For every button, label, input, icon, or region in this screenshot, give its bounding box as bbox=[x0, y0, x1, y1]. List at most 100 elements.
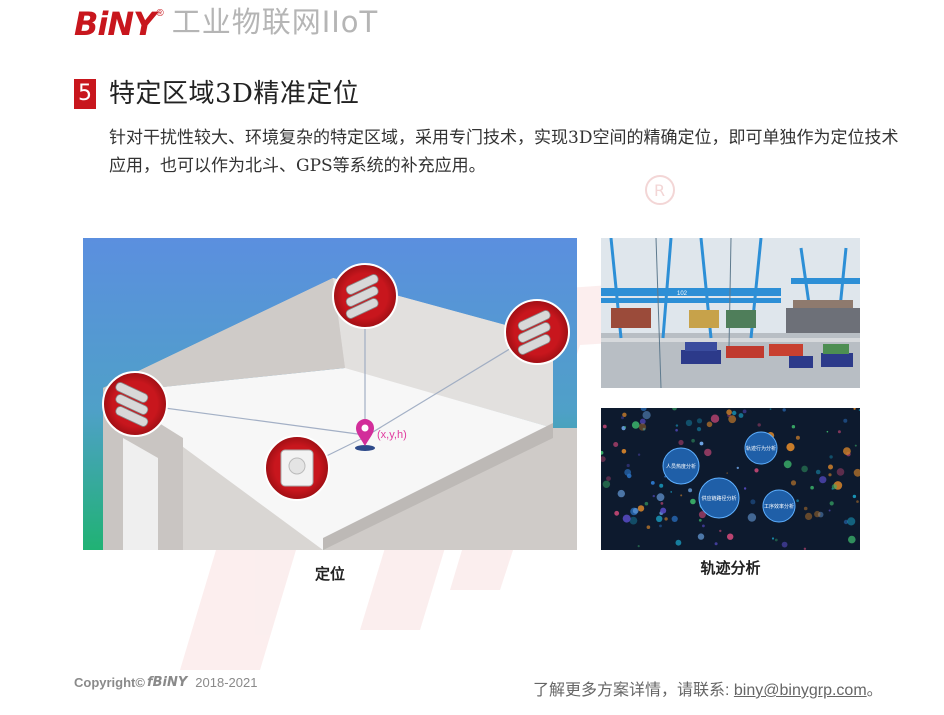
data-dot bbox=[672, 408, 677, 411]
data-dot bbox=[848, 535, 856, 544]
data-dot bbox=[829, 501, 834, 506]
antenna-anchor-icon bbox=[332, 263, 398, 329]
data-dot bbox=[750, 499, 756, 505]
bubble-label: 人员热度分析 bbox=[666, 463, 696, 470]
localization-illustration: (x,y,h) bbox=[83, 238, 577, 550]
section-title: 特定区域3D精准定位 bbox=[109, 79, 360, 109]
bubble-label: 轨迹行为分析 bbox=[746, 445, 776, 452]
data-dot bbox=[675, 428, 678, 432]
port-photo: 102 bbox=[601, 238, 860, 388]
data-dot bbox=[738, 413, 744, 418]
data-dot bbox=[719, 529, 722, 533]
section-number-badge: 5 bbox=[74, 79, 96, 109]
data-dot bbox=[774, 538, 778, 542]
data-dot bbox=[858, 409, 860, 411]
crane-label: 102 bbox=[677, 291, 688, 297]
copyright-text: Copyright© bbox=[74, 675, 145, 690]
data-dot bbox=[757, 423, 761, 427]
data-dot bbox=[688, 488, 693, 493]
data-dot bbox=[843, 447, 851, 455]
data-dot bbox=[782, 408, 786, 412]
data-dot bbox=[843, 519, 849, 525]
data-dot bbox=[783, 460, 792, 469]
data-dot bbox=[638, 423, 647, 431]
marker-coordinate-label: (x,y,h) bbox=[377, 429, 407, 441]
data-dot bbox=[826, 430, 829, 433]
data-dot bbox=[852, 494, 857, 499]
data-dot bbox=[614, 510, 620, 516]
tag-device-icon bbox=[264, 435, 330, 501]
registered-mark: ® bbox=[156, 8, 164, 19]
data-dot bbox=[602, 424, 607, 429]
data-dot bbox=[853, 408, 856, 410]
data-dot bbox=[801, 465, 808, 473]
data-dot bbox=[650, 481, 655, 485]
contact-end: 。 bbox=[866, 682, 883, 699]
data-dot bbox=[601, 450, 604, 455]
data-dot bbox=[790, 480, 797, 486]
data-dot bbox=[656, 493, 665, 502]
trajectory-caption: 轨迹分析 bbox=[700, 560, 761, 577]
data-dot bbox=[697, 533, 705, 540]
data-dot bbox=[637, 505, 645, 512]
data-dot bbox=[632, 507, 639, 514]
data-dot bbox=[837, 430, 841, 434]
data-dot bbox=[670, 491, 672, 493]
data-dot bbox=[660, 502, 664, 505]
data-dot bbox=[702, 524, 705, 528]
data-dot bbox=[698, 518, 702, 522]
data-dot bbox=[675, 539, 682, 546]
data-dot bbox=[732, 410, 737, 416]
data-dot bbox=[769, 408, 772, 410]
contact-email-link[interactable]: biny@binygrp.com bbox=[733, 682, 867, 699]
data-dot bbox=[771, 537, 775, 540]
data-dot bbox=[664, 517, 668, 521]
data-dot bbox=[696, 418, 703, 424]
contact-text: 了解更多方案详情，请联系: bbox=[533, 682, 734, 699]
data-dot bbox=[828, 509, 831, 512]
data-dot bbox=[810, 485, 814, 490]
data-dot bbox=[624, 426, 627, 428]
data-dot bbox=[696, 427, 702, 432]
data-dot bbox=[606, 476, 611, 481]
data-dot bbox=[854, 444, 857, 447]
data-dot bbox=[617, 489, 625, 498]
data-dot bbox=[853, 468, 860, 477]
antenna-anchor-icon bbox=[102, 371, 168, 437]
data-dot bbox=[642, 427, 646, 431]
data-dot bbox=[637, 453, 641, 456]
data-dot bbox=[602, 480, 611, 488]
data-dot bbox=[856, 500, 859, 503]
location-pin-icon bbox=[355, 419, 375, 451]
data-dot bbox=[726, 409, 732, 415]
data-dot bbox=[836, 468, 845, 476]
data-dot bbox=[675, 424, 679, 427]
data-dot bbox=[796, 499, 799, 502]
data-dot bbox=[622, 412, 627, 417]
data-dot bbox=[629, 516, 638, 525]
data-dot bbox=[699, 441, 704, 446]
data-dot bbox=[613, 442, 619, 447]
data-dot bbox=[803, 506, 808, 511]
header-subtitle: 工业物联网IIoT bbox=[171, 5, 379, 39]
data-dot bbox=[652, 494, 655, 498]
data-dot bbox=[685, 419, 693, 427]
data-dot bbox=[714, 542, 718, 546]
data-dot bbox=[642, 411, 651, 420]
data-dot bbox=[805, 512, 813, 520]
data-dot bbox=[644, 501, 649, 506]
data-dot bbox=[747, 513, 757, 522]
data-dot bbox=[814, 510, 821, 518]
data-dot bbox=[640, 408, 647, 412]
header-logo: BiNY ® 工业物联网IIoT bbox=[74, 2, 378, 42]
data-dot bbox=[659, 524, 662, 528]
data-dot bbox=[710, 414, 720, 423]
data-dot bbox=[843, 418, 848, 423]
data-dot bbox=[819, 476, 827, 484]
data-dot bbox=[678, 439, 684, 446]
trajectory-analysis-image: 人员热度分析 轨迹行为分析 供应链路径分析 工序效率分析 bbox=[601, 408, 860, 550]
data-dot bbox=[639, 418, 646, 425]
localization-caption: 定位 bbox=[314, 566, 345, 583]
data-dot bbox=[621, 449, 627, 454]
bubble-label: 供应链路径分析 bbox=[701, 495, 736, 502]
